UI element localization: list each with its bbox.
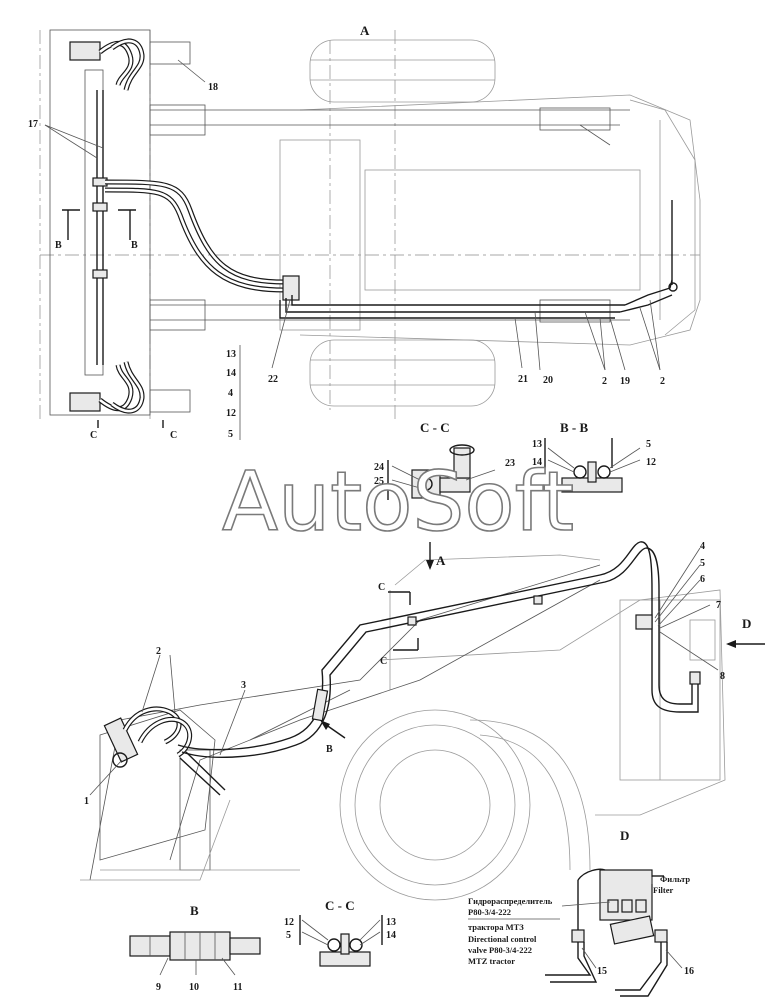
cut-marker-c-side-bottom: C [380,656,387,667]
plan-stack-13: 13 [226,349,236,360]
detail-d-filter-en: Filter [653,885,674,895]
plan-callout-21: 21 [518,374,528,385]
section-cc-top-title: C - C [420,420,450,435]
detail-b-callout-10: 10 [189,982,199,993]
detail-b-title: B [190,903,199,918]
section-cc-bottom-title: C - C [325,898,355,913]
cut-marker-c-left: C [90,430,97,441]
side-callout-4: 4 [700,541,705,552]
section-bb [544,438,641,493]
detail-d-valve-ru-2: Р80-3/4-222 [468,907,511,917]
side-callout-2: 2 [156,646,161,657]
cut-marker-c-right: C [170,430,177,441]
view-title-a: A [360,23,370,38]
section-cc-callout-25: 25 [374,476,384,487]
plan-callout-17: 17 [28,119,38,130]
detail-b [129,931,261,976]
plan-stack-12: 12 [226,408,236,419]
detail-d-valve-ru-1: Гидрораспределитель [468,896,553,906]
plan-callout-22: 22 [268,374,278,385]
detail-d-valve-en-3: MTZ tractor [468,956,515,966]
section-bb-callout-13: 13 [532,439,542,450]
detail-b-callout-11: 11 [233,982,242,993]
side-callout-6: 6 [700,574,705,585]
side-callout-1: 1 [84,796,89,807]
section-cc-top [387,444,496,500]
detail-d-valve-en-1: Directional control [468,934,537,944]
detail-d-callout-15: 15 [597,966,607,977]
detail-d-filter-ru: Фильтр [660,874,690,884]
side-callout-7: 7 [716,600,721,611]
section-bb-callout-12: 12 [646,457,656,468]
section-bb-title: B - B [560,420,589,435]
detail-b-callout-9: 9 [156,982,161,993]
plan-callout-2b: 2 [660,376,665,387]
plan-callout-19: 19 [620,376,630,387]
detail-d-valve-ru-3: трактора МТЗ [468,922,524,932]
section-cc-callout-23: 23 [505,458,515,469]
section-cc-bottom [299,915,383,967]
section-bb-callout-14: 14 [532,457,542,468]
arrow-a-label: A [436,553,446,568]
plan-stack-4: 4 [228,388,233,399]
plan-callout-18: 18 [208,82,218,93]
detail-d-callout-16: 16 [684,966,694,977]
watermark: AutoSoft [222,455,574,550]
detail-d-title: D [620,828,629,843]
detail-d [545,868,683,997]
section-cc2-callout-13: 13 [386,917,396,928]
cut-marker-b-side: B [326,744,333,755]
side-callout-5: 5 [700,558,705,569]
section-cc2-callout-14: 14 [386,930,396,941]
plan-callout-2a: 2 [602,376,607,387]
plan-stack-14: 14 [226,368,236,379]
cut-marker-c-side-top: C [378,582,385,593]
cut-marker-b-left: B [55,240,62,251]
cut-marker-b-right: B [131,240,138,251]
side-callout-8: 8 [720,671,725,682]
section-cc-callout-24: 24 [374,462,384,473]
plan-callout-20: 20 [543,375,553,386]
plan-stack-5: 5 [228,429,233,440]
arrow-d-label: D [742,616,751,631]
plan-view [39,29,701,440]
detail-d-valve-en-2: valve P80-3/4-222 [468,945,532,955]
labels: A C - C B - B A D B C - C D B B C C C C … [28,23,751,993]
section-cc2-callout-5: 5 [286,930,291,941]
section-bb-callout-5: 5 [646,439,651,450]
side-callout-3: 3 [241,680,246,691]
section-cc2-callout-12: 12 [284,917,294,928]
side-view [80,541,765,901]
